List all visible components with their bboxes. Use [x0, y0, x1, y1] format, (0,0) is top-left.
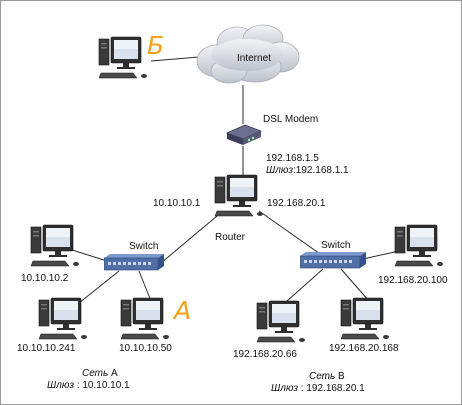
computer-a-3-icon: [120, 297, 169, 340]
link-remote-pc-cloud: [150, 56, 200, 62]
link-switch-a-host-3: [138, 270, 152, 302]
router-gateway-ip: :192.168.1.1: [293, 165, 349, 176]
computer-a-marker: A: [174, 296, 192, 325]
switch-a-label: Switch: [129, 241, 159, 252]
router-label: Router: [215, 232, 246, 243]
computer-a-1-icon: [30, 224, 79, 267]
network-b-gateway-label: Шлюз: [271, 383, 299, 394]
switch-b-icon: [300, 252, 366, 269]
router-wan-ip: 192.168.1.5: [266, 153, 319, 164]
network-a-gateway-value: : 10.10.10.1: [74, 380, 130, 391]
network-a-caption: Сеть A: [82, 368, 118, 380]
network-b-caption-letter: B: [335, 371, 345, 382]
link-switch-a-host-2: [78, 270, 120, 304]
modem-icon: [225, 124, 263, 145]
router-gateway-line: Шлюз:192.168.1.1: [266, 165, 349, 177]
network-a-gateway-label: Шлюз: [47, 380, 75, 391]
network-a-caption-word: Сеть: [82, 368, 109, 379]
network-a-gateway: Шлюз : 10.10.10.1: [47, 380, 130, 392]
link-switch-b-host-1: [362, 250, 400, 260]
host-b-1-ip: 192.168.20.100: [378, 275, 448, 286]
network-b-caption-word: Сеть: [309, 371, 336, 382]
switch-a-icon: [104, 254, 164, 271]
host-b-3-ip: 192.168.20.168: [329, 343, 399, 354]
internet-label: Internet: [237, 53, 271, 64]
router-lan-b-ip: 192.168.20.1: [267, 198, 326, 209]
computer-a-2-icon: [38, 297, 87, 340]
network-b-gateway-value: : 192.168.20.1: [298, 383, 365, 394]
remote-computer-marker: Б: [147, 31, 165, 60]
remote-computer-icon: [98, 36, 147, 79]
link-switch-a-host-1: [68, 248, 108, 262]
switch-b-label: Switch: [321, 240, 351, 251]
network-b-caption: Сеть B: [309, 371, 345, 383]
link-switch-b-host-3: [340, 268, 370, 302]
computer-b-2-icon: [256, 300, 305, 343]
computer-b-3-icon: [340, 297, 389, 340]
host-b-2-ip: 192.168.20.66: [233, 349, 297, 360]
router-computer-icon: [214, 174, 263, 217]
link-router-switch-a: [160, 210, 224, 264]
host-a-2-ip: 10.10.10.241: [17, 343, 76, 354]
host-a-1-ip: 10.10.10.2: [21, 273, 69, 284]
link-router-switch-b: [258, 210, 324, 257]
host-a-3-ip: 10.10.10.50: [119, 343, 172, 354]
router-gateway-label: Шлюз: [266, 165, 294, 176]
computer-b-1-icon: [394, 224, 443, 267]
cloud-icon: [196, 24, 300, 84]
network-a-caption-letter: A: [108, 368, 118, 379]
router-lan-a-ip: 10.10.10.1: [153, 198, 201, 209]
link-switch-b-host-2: [286, 268, 324, 302]
network-b-gateway: Шлюз : 192.168.20.1: [271, 383, 365, 395]
modem-label: DSL Modem: [263, 114, 319, 125]
